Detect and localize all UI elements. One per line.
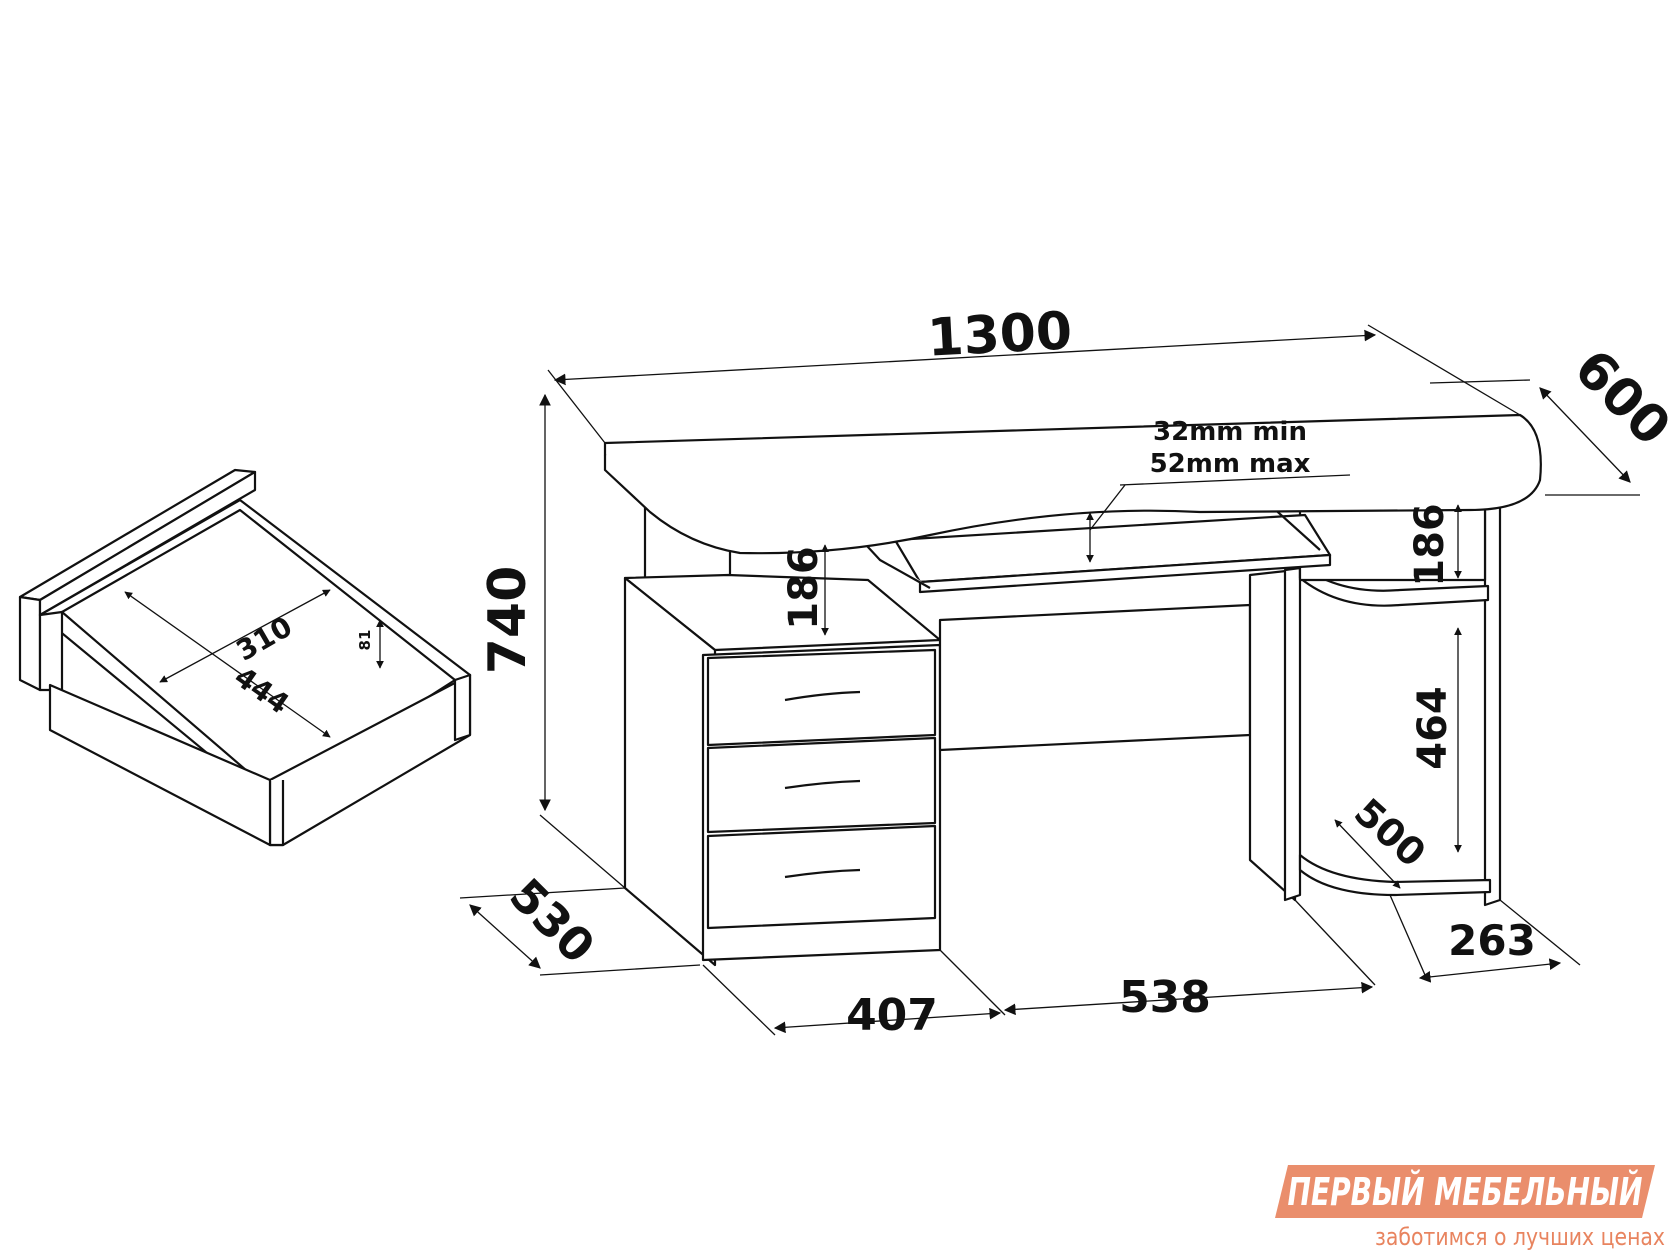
keyboard-min-label: 32mm min <box>1153 417 1307 447</box>
height-total-label: 740 <box>478 566 538 675</box>
brand-slogan: заботимся о лучших ценах <box>1375 1223 1665 1251</box>
brand-logo: ПЕРВЫЙ МЕБЕЛЬНЫЙ заботимся о лучших цена… <box>1275 1165 1665 1251</box>
shelf-right-height-label: 186 <box>1407 503 1453 587</box>
depth-total-label: 600 <box>1562 338 1680 457</box>
desk-drawing <box>603 413 1542 967</box>
shelf-left-height-label: 186 <box>781 546 827 630</box>
keyboard-max-label: 52mm max <box>1150 449 1311 479</box>
width-total-label: 1300 <box>926 301 1074 368</box>
right-shelf-depth-label: 500 <box>1346 790 1434 876</box>
center-width-label: 538 <box>1119 972 1211 1023</box>
pedestal-width-label: 407 <box>846 990 938 1041</box>
right-niche-height-label: 464 <box>1410 686 1456 770</box>
drawer-height-label: 81 <box>356 630 374 651</box>
pedestal-depth-label: 530 <box>499 868 605 974</box>
brand-name: ПЕРВЫЙ МЕБЕЛЬНЫЙ <box>1288 1170 1643 1214</box>
right-width-label: 263 <box>1448 916 1536 965</box>
